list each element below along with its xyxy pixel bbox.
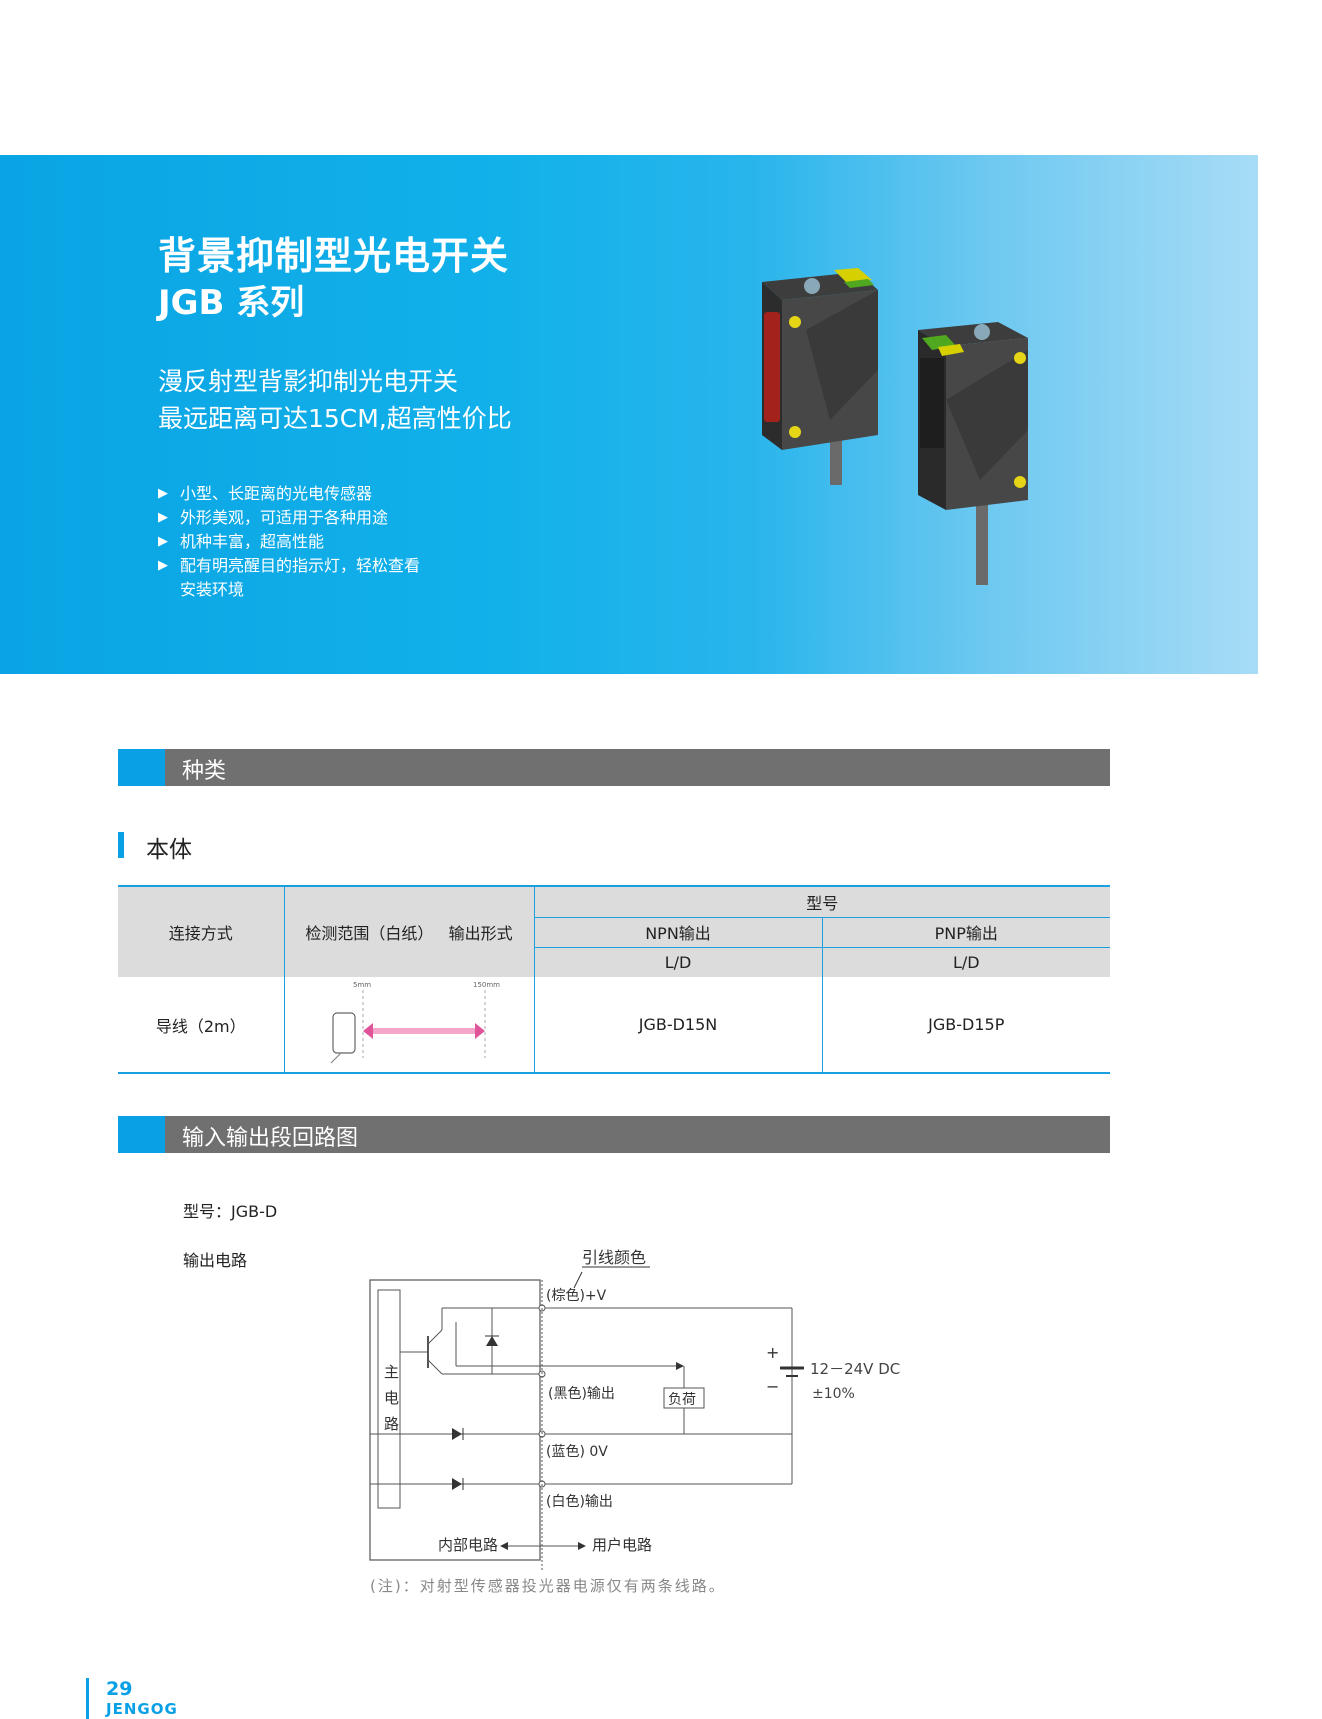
header-ld-npn: L/D xyxy=(534,947,823,977)
lead-color-title: 引线颜色 xyxy=(582,1248,646,1267)
feature-item: ▶机种丰富，超高性能 xyxy=(158,530,420,554)
header-pnp: PNP输出 xyxy=(822,917,1110,948)
product-subtitle-1: 漫反射型背影抑制光电开关 xyxy=(158,367,459,396)
detection-range-diagram: 5mm 150mm xyxy=(330,981,500,1063)
product-subtitle-2: 最远距离可达15CM,超高性价比 xyxy=(158,404,512,433)
output-circuit-label: 输出电路 xyxy=(183,1251,248,1270)
cell-npn-model: JGB-D15N xyxy=(534,977,823,1074)
triangle-bullet-icon: ▶ xyxy=(158,510,168,525)
svg-text:−: − xyxy=(766,1377,779,1396)
triangle-bullet-icon: ▶ xyxy=(158,558,168,573)
svg-text:内部电路: 内部电路 xyxy=(438,1536,498,1554)
sensor-product-image xyxy=(762,268,1028,585)
voltage-label: 12－24V DC xyxy=(810,1360,900,1378)
cell-connection: 导线（2m） xyxy=(118,977,285,1074)
section-header-io-circuit: 输入输出段回路图 xyxy=(118,1116,1110,1153)
circuit-note: (注)：对射型传感器投光器电源仅有两条线路。 xyxy=(370,1577,726,1595)
load-label: 负荷 xyxy=(668,1392,696,1408)
svg-text:(白色)输出: (白色)输出 xyxy=(546,1493,613,1510)
feature-item: ▶外形美观，可适用于各种用途 xyxy=(158,506,420,530)
brand-name: JENGOG xyxy=(106,1700,178,1718)
header-npn: NPN输出 xyxy=(534,917,823,948)
svg-text:(黑色)输出: (黑色)输出 xyxy=(548,1385,615,1402)
header-model: 型号 xyxy=(534,885,1110,918)
feature-list: ▶小型、长距离的光电传感器 ▶外形美观，可适用于各种用途 ▶机种丰富，超高性能 … xyxy=(158,482,420,602)
tolerance-label: ±10% xyxy=(812,1386,855,1402)
model-label: 型号：JGB-D xyxy=(183,1202,278,1221)
svg-text:(蓝色) 0V: (蓝色) 0V xyxy=(546,1443,608,1460)
triangle-bullet-icon: ▶ xyxy=(158,534,168,549)
triangle-bullet-icon: ▶ xyxy=(158,486,168,501)
svg-text:主: 主 xyxy=(384,1363,399,1381)
header-range-output: 检测范围（白纸） 输出形式 xyxy=(284,885,535,977)
output-circuit-diagram: 引线颜色 主 电 路 (棕色)+V (黑色)输出 负荷 (蓝色) 0V (白色)… xyxy=(369,1248,900,1570)
svg-text:电: 电 xyxy=(384,1389,399,1407)
page-number-bar xyxy=(86,1678,89,1719)
svg-text:(棕色)+V: (棕色)+V xyxy=(546,1287,607,1304)
product-series: JGB 系列 xyxy=(158,283,305,323)
feature-item: ▶小型、长距离的光电传感器 xyxy=(158,482,420,506)
product-title: 背景抑制型光电开关 xyxy=(158,234,510,278)
model-table: 连接方式 检测范围（白纸） 输出形式 型号 NPN输出 PNP输出 L/D L/… xyxy=(118,885,1110,1074)
section-header-types: 种类 xyxy=(118,749,1110,786)
page-number: 29 xyxy=(106,1678,133,1700)
header-ld-pnp: L/D xyxy=(822,947,1110,977)
cell-pnp-model: JGB-D15P xyxy=(822,977,1110,1074)
svg-text:路: 路 xyxy=(384,1415,399,1433)
svg-text:用户电路: 用户电路 xyxy=(592,1536,652,1554)
feature-item-continued: 安装环境 xyxy=(180,580,245,599)
range-max-label: 150mm xyxy=(473,981,500,989)
hero-banner xyxy=(0,155,1258,674)
feature-item: ▶配有明亮醒目的指示灯，轻松查看 xyxy=(158,554,420,578)
cell-range-diagram: 5mm 150mm xyxy=(284,977,535,1074)
svg-text:+: + xyxy=(766,1343,779,1362)
range-min-label: 5mm xyxy=(353,981,371,989)
header-connection: 连接方式 xyxy=(118,885,285,977)
